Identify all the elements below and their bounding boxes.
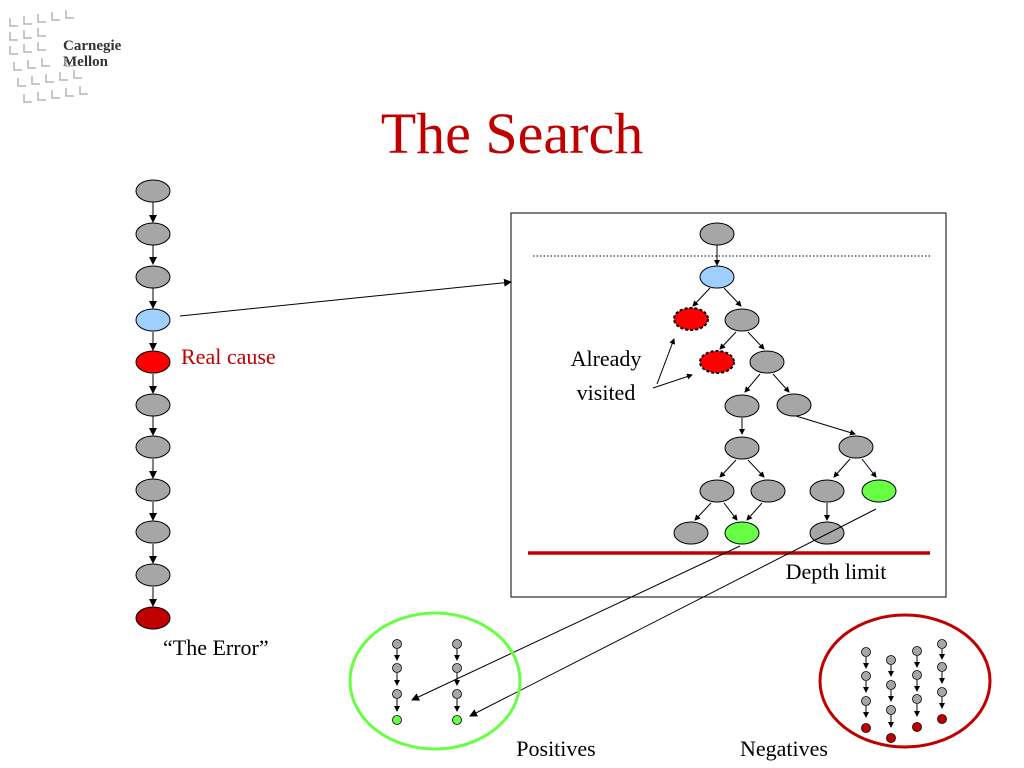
- positive-end-node: [392, 715, 402, 725]
- tree-root-node: [699, 222, 735, 246]
- cmu-logo: Carnegie Mellon: [63, 38, 121, 70]
- state-node: [135, 520, 171, 544]
- positive-traces: [392, 639, 462, 725]
- trace-node: [861, 671, 871, 681]
- trace-node: [886, 655, 896, 665]
- logo-grid-icon: [9, 10, 88, 103]
- trace-node: [912, 670, 922, 680]
- already-label: Already: [571, 346, 642, 371]
- tree-edge: [746, 502, 763, 521]
- trace-node: [452, 689, 462, 699]
- visited-label: visited: [577, 380, 636, 405]
- depth-limit-label: Depth limit: [786, 559, 887, 584]
- positives-ring: [348, 611, 522, 751]
- negative-end-node: [937, 714, 947, 724]
- tree-edge: [719, 459, 737, 478]
- tree-edge: [795, 415, 856, 436]
- trace-node: [937, 639, 947, 649]
- tree-node: [809, 479, 845, 503]
- positives-label: Positives: [516, 736, 595, 761]
- negative-end-node: [886, 733, 896, 743]
- tree-node: [724, 436, 760, 460]
- tree-edge: [747, 459, 765, 478]
- tree-edge: [719, 331, 737, 350]
- trace-node: [392, 663, 402, 673]
- tree-edge: [833, 458, 851, 478]
- visited-pointer: [656, 338, 676, 385]
- tree-edge: [744, 373, 761, 393]
- state-node: [135, 265, 171, 289]
- tree-node: [724, 394, 760, 418]
- real-cause-label: Real cause: [181, 344, 276, 369]
- negative-end-node: [861, 723, 871, 733]
- trace-node: [452, 663, 462, 673]
- state-node: [135, 435, 171, 459]
- error-trace-chain: [135, 179, 171, 630]
- tree-edge: [694, 502, 712, 521]
- state-node: [135, 393, 171, 417]
- trace-node: [392, 639, 402, 649]
- logo-line-2: Mellon: [63, 54, 108, 70]
- trace-node: [912, 694, 922, 704]
- trace-node: [937, 662, 947, 672]
- trace-node: [861, 647, 871, 657]
- trace-node: [886, 705, 896, 715]
- tree-edge: [723, 502, 738, 521]
- trace-node: [886, 680, 896, 690]
- tree-edge: [861, 458, 877, 478]
- trace-node: [912, 646, 922, 656]
- positive-arrow: [469, 508, 877, 717]
- negative-traces: [861, 639, 947, 743]
- positive-end-node: [452, 715, 462, 725]
- negative-end-node: [912, 722, 922, 732]
- positive-node: [724, 521, 760, 545]
- search-tree-box: [510, 212, 947, 598]
- negatives-label: Negatives: [740, 736, 828, 761]
- visited-node: [673, 307, 709, 331]
- state-node: [135, 179, 171, 203]
- the-error-label: “The Error”: [163, 635, 269, 660]
- search-start-node: [135, 308, 171, 332]
- negatives-ring: [818, 613, 992, 749]
- tree-node: [838, 435, 874, 459]
- trace-node: [937, 687, 947, 697]
- real-cause-node: [135, 350, 171, 374]
- tree-node: [749, 350, 785, 374]
- tree-node: [776, 393, 812, 417]
- tree-node: [699, 479, 735, 503]
- visited-pointer: [652, 373, 693, 389]
- state-node: [135, 478, 171, 502]
- trace-node: [392, 689, 402, 699]
- positive-node: [861, 479, 897, 503]
- trace-node: [452, 639, 462, 649]
- slide-title: The Search: [380, 101, 644, 166]
- search-tree: [673, 222, 897, 545]
- tree-node: [809, 521, 845, 545]
- visited-node: [699, 350, 735, 374]
- search-start-node: [699, 265, 735, 289]
- positive-arrow: [411, 545, 741, 701]
- logo-line-1: Carnegie: [63, 38, 122, 54]
- tree-edge: [723, 287, 742, 307]
- state-node: [135, 222, 171, 246]
- zoom-arrow: [179, 278, 512, 317]
- trace-node: [861, 696, 871, 706]
- error-node: [135, 606, 171, 630]
- tree-node: [750, 479, 786, 503]
- state-node: [135, 563, 171, 587]
- tree-edge: [772, 373, 790, 393]
- tree-node: [724, 308, 760, 332]
- tree-edge: [692, 287, 711, 307]
- tree-node: [673, 521, 709, 545]
- tree-edge: [747, 331, 765, 350]
